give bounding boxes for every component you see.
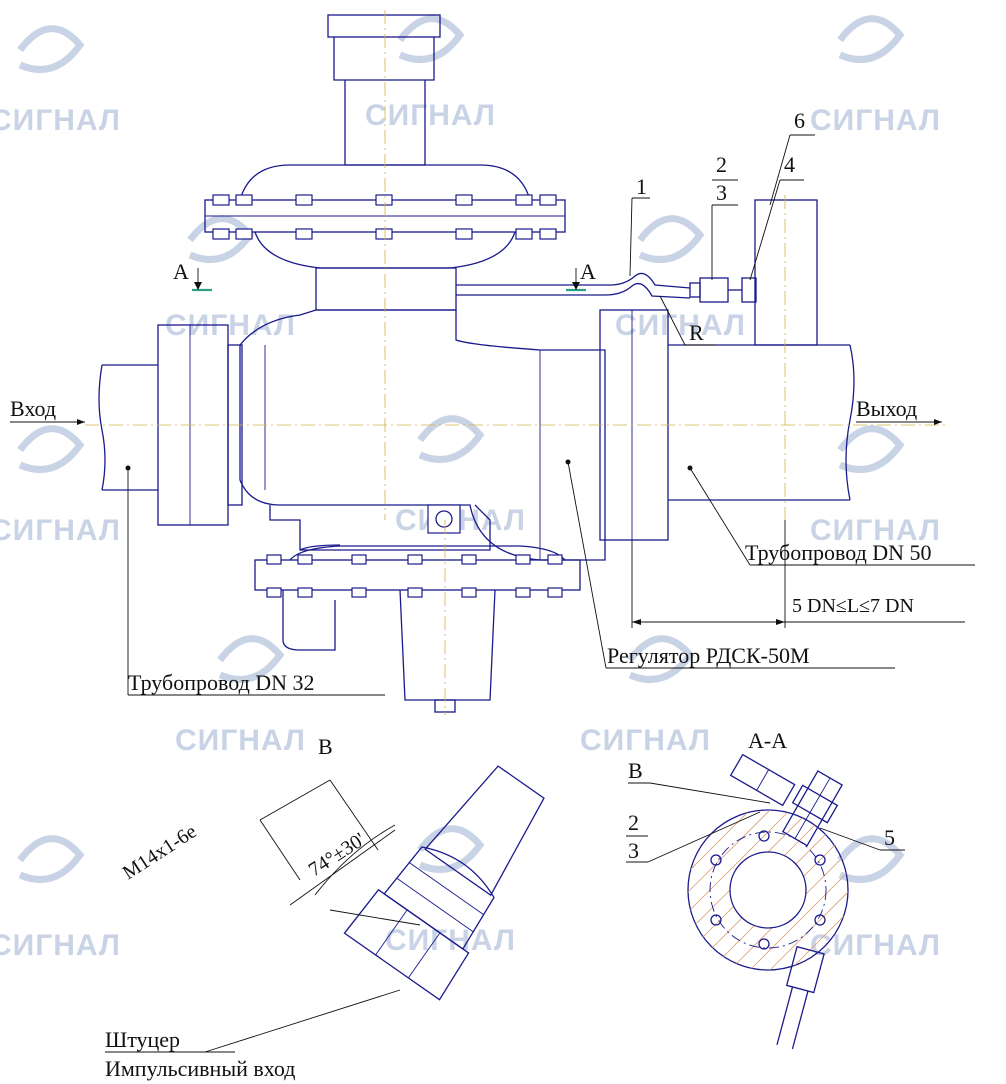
section-flange-outer [687,809,849,971]
pipe-out-label: Трубопровод DN 50 [745,540,932,565]
watermark-text: СИГНАЛ [810,929,941,962]
watermark-logo [17,15,905,883]
part-leaders: Трубопровод DN 50 Трубопровод DN 32 Регу… [125,459,975,696]
main-callouts: 1 2 3 4 6 R [629,108,815,346]
impulse-line [456,272,691,289]
cut-label-right: А [580,259,596,284]
section-tube [729,753,796,807]
watermark-layer: СИГНАЛ СИГНАЛ СИГНАЛ СИГНАЛ СИГНАЛ СИГНА… [0,15,941,962]
watermark-text: СИГНАЛ [0,104,121,137]
watermark-text: СИГНАЛ [0,514,121,547]
upper-bolts [212,194,557,240]
fitting-nut [699,277,729,303]
fitting-cone [424,765,545,897]
watermark-text: СИГНАЛ [810,104,941,137]
section-callout-b: В [628,758,643,783]
watermark-text: СИГНАЛ [365,99,496,132]
outlet-flange [599,309,669,541]
fitting-label: Штуцер [105,1027,180,1052]
watermark-text: СИГНАЛ [175,724,306,757]
neck [315,267,457,311]
callout-2: 2 [716,152,727,177]
section-title: А-А [748,728,787,753]
valve-body [239,309,606,561]
pipe-in-label: Трубопровод DN 32 [128,670,315,695]
callout-1: 1 [636,174,647,199]
regulator-assembly [85,10,945,715]
distance-dimension: 5 DN≤L≤7 DN [631,520,965,628]
section-fitting-upper [781,770,844,847]
callout-6: 6 [794,108,805,133]
cut-label-left: А [173,259,189,284]
regulator-label: Регулятор РДСК-50М [607,643,810,668]
lower-spring-housing [399,589,496,701]
inlet-pipe [102,364,158,491]
top-cap [327,14,441,38]
callout-4: 4 [784,152,795,177]
callout-3: 3 [716,180,727,205]
section-cut-marks: А А [173,259,596,292]
watermark-text: СИГНАЛ [0,929,121,962]
watermark-text: СИГНАЛ [580,724,711,757]
lower-stub [282,590,336,651]
flow-labels: Вход Выход [10,396,942,425]
section-callout-2: 2 [628,810,639,835]
lower-bolts [266,554,563,598]
detail-b-title: В [318,734,333,759]
hex-plug [427,504,461,534]
section-callout-5: 5 [884,825,895,850]
watermark-text: СИГНАЛ [810,514,941,547]
watermark-text: СИГНАЛ [615,309,746,342]
sensing-tee [754,199,818,346]
inlet-label: Вход [10,396,56,421]
thread-label: M14x1-6e [119,820,201,884]
detail-b-view: В M14x1-6e 74°±30' Штуцер Импульсивный в… [105,734,545,1081]
section-a-a-view: А-А [626,728,905,1050]
section-callout-3: 3 [628,838,639,863]
cap-body [333,37,435,81]
section-bolt-holes [710,830,826,950]
section-fitting-lower [776,945,825,1050]
section-bore [729,851,807,929]
impulse-inlet-label: Импульсивный вход [105,1056,296,1081]
outlet-label: Выход [856,396,917,421]
fitting-body [383,846,495,950]
radius-label: R [689,320,704,345]
distance-label: 5 DN≤L≤7 DN [792,595,914,617]
fitting-hex [343,888,470,1001]
